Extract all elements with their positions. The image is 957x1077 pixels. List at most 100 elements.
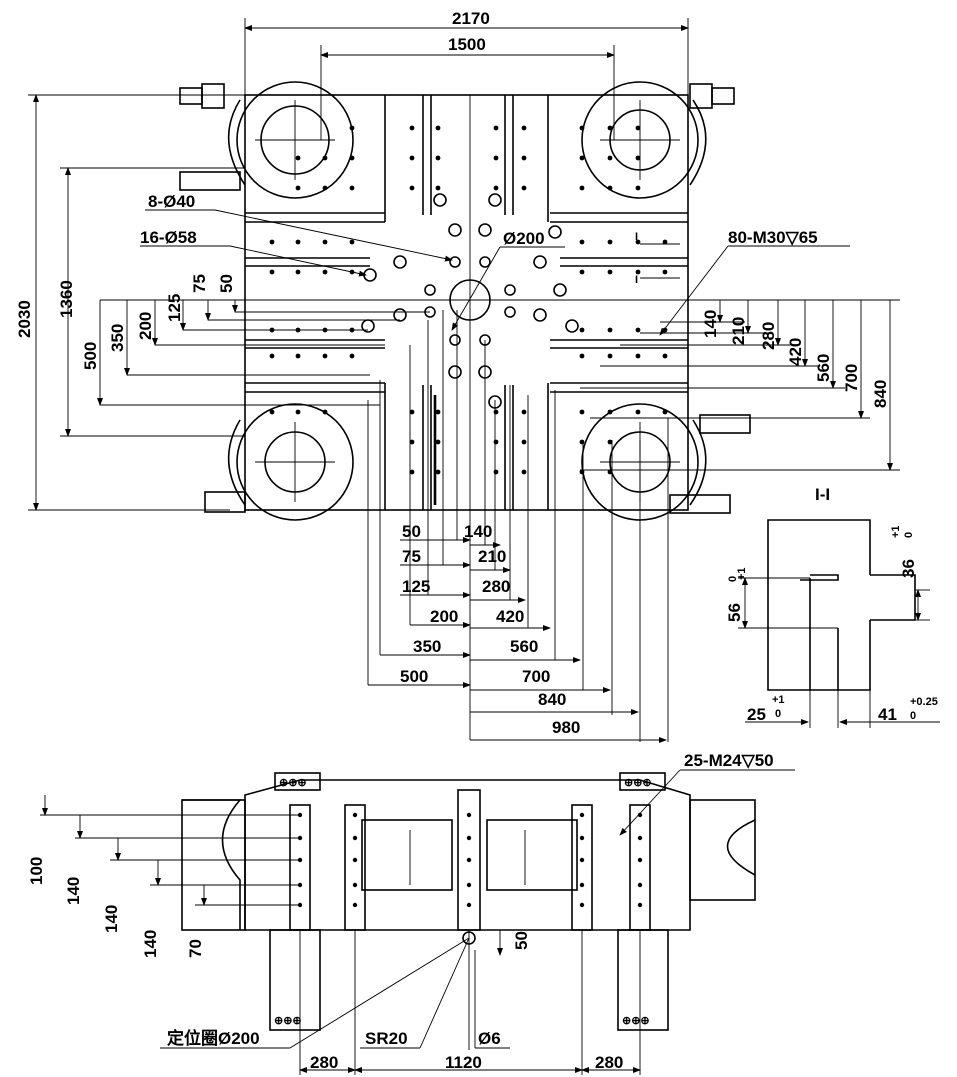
side-tapped-hole (352, 882, 358, 888)
tapped-hole (662, 353, 668, 359)
bottom-right-dim-980: 980 (552, 718, 580, 737)
tapped-hole (435, 409, 441, 415)
section-dim-25: 25 (747, 705, 766, 724)
tapped-hole (635, 409, 641, 415)
bottom-dims-right: 140 210 280 420 560 700 840 980 (464, 340, 669, 743)
callout-80-tapped: 80-M30▽65 (659, 228, 850, 336)
callout-25-tapped: 25-M24▽50 (619, 751, 795, 836)
bottom-left-dim-125: 125 (402, 577, 430, 596)
bottom-right-dim-210: 210 (478, 547, 506, 566)
dim-1500-label: 1500 (448, 35, 486, 54)
tapped-hole (635, 269, 641, 275)
tapped-hole (579, 239, 585, 245)
side-tapped-hole (637, 902, 643, 908)
svg-text:⊕⊕⊕: ⊕⊕⊕ (279, 777, 307, 789)
side-tapped-hole (579, 812, 585, 818)
tapped-hole (295, 239, 301, 245)
tapped-hole (322, 269, 328, 275)
sphere-label: SR20 (365, 1029, 408, 1048)
tapped-hole (349, 353, 355, 359)
tapped-hole (322, 353, 328, 359)
tapped-hole (579, 353, 585, 359)
right-dim-140: 140 (701, 310, 720, 338)
side-tapped-hole (579, 902, 585, 908)
side-dims-left: 100 140 140 140 70 (27, 795, 300, 958)
section-title: I-I (815, 485, 830, 504)
svg-text:⊕⊕⊕: ⊕⊕⊕ (624, 777, 652, 789)
bottom-right-dim-840: 840 (538, 690, 566, 709)
tapped-hole (295, 269, 301, 275)
svg-text:⊕⊕⊕: ⊕⊕⊕ (622, 1015, 650, 1027)
tapped-hole (579, 409, 585, 415)
side-tapped-hole (352, 902, 358, 908)
side-tapped-hole (466, 835, 472, 841)
tapped-hole (662, 269, 668, 275)
callout-8-label: 8-Ø40 (148, 192, 195, 211)
callout-8-holes: 8-Ø40 (145, 192, 453, 262)
tapped-hole (579, 155, 585, 161)
svg-text:I: I (635, 231, 638, 243)
bottom-dim-280-left: 280 (310, 1053, 338, 1072)
tapped-hole (269, 269, 275, 275)
callout-80-label: 80-M30▽65 (728, 228, 818, 247)
tapped-hole (607, 269, 613, 275)
tapped-hole (409, 469, 415, 475)
right-dim-840: 840 (871, 380, 890, 408)
t-slots (245, 95, 688, 510)
tapped-hole (579, 185, 585, 191)
tapped-hole (607, 185, 613, 191)
dim-1360-label: 1360 (57, 280, 76, 318)
bottom-right-dim-560: 560 (510, 637, 538, 656)
tapped-hole (607, 353, 613, 359)
side-dims-bottom: 280 1120 280 (299, 930, 641, 1075)
bottom-right-dim-280: 280 (482, 577, 510, 596)
tapped-hole (635, 185, 641, 191)
bottom-right-dim-420: 420 (496, 607, 524, 626)
tapped-hole (269, 353, 275, 359)
side-tapped-hole (637, 882, 643, 888)
tapped-hole (579, 439, 585, 445)
left-dim-200: 200 (136, 312, 155, 340)
side-tapped-hole (466, 857, 472, 863)
tapped-hole (635, 239, 641, 245)
tapped-hole (521, 125, 527, 131)
section-i-i: I-I 56 +1 0 36 +1 0 25 +1 0 41 +0.25 0 (725, 485, 940, 728)
t-slot-symbols: I I (635, 231, 680, 286)
tapped-hole (607, 409, 613, 415)
dim-tie-bar-spacing-h: 1500 (320, 35, 615, 140)
bottom-left-dim-75: 75 (402, 547, 421, 566)
right-dim-210: 210 (729, 317, 748, 345)
side-tapped-hole (637, 857, 643, 863)
bottom-left-dim-350: 350 (413, 637, 441, 656)
callout-16-holes: 16-Ø58 (140, 228, 367, 277)
section-dim-56: 56 (725, 603, 744, 622)
section-25-tol-lower: 0 (775, 708, 781, 720)
tapped-hole (607, 327, 613, 333)
locating-features: 定位圈Ø200 SR20 Ø6 50 (160, 930, 531, 1050)
tapped-hole (607, 155, 613, 161)
callout-25-label: 25-M24▽50 (684, 751, 774, 770)
side-tapped-hole (352, 812, 358, 818)
tapped-hole (349, 239, 355, 245)
right-dim-420: 420 (786, 338, 805, 366)
tapped-hole (435, 439, 441, 445)
section-25-tol-upper: +1 (772, 694, 785, 706)
tapped-hole (349, 125, 355, 131)
tapped-hole (409, 155, 415, 161)
left-dim-50: 50 (217, 274, 236, 293)
bottom-left-dim-200: 200 (430, 607, 458, 626)
tapped-hole (322, 155, 328, 161)
left-dim-500: 500 (81, 342, 100, 370)
top-view: 2170 1500 2030 1360 (15, 9, 900, 743)
section-41-tol-lower: 0 (910, 710, 916, 722)
tapped-hole (493, 439, 499, 445)
tapped-hole (521, 185, 527, 191)
dim-tie-bar-spacing-v: 1360 (57, 167, 245, 437)
platen-outline (244, 94, 689, 511)
tapped-hole (349, 185, 355, 191)
tapped-hole (269, 409, 275, 415)
right-dim-560: 560 (814, 354, 833, 382)
left-dims: 500 350 200 125 75 50 (81, 274, 430, 406)
bottom-dims-left: 50 75 125 200 350 500 (367, 310, 471, 688)
tapped-hole (435, 469, 441, 475)
